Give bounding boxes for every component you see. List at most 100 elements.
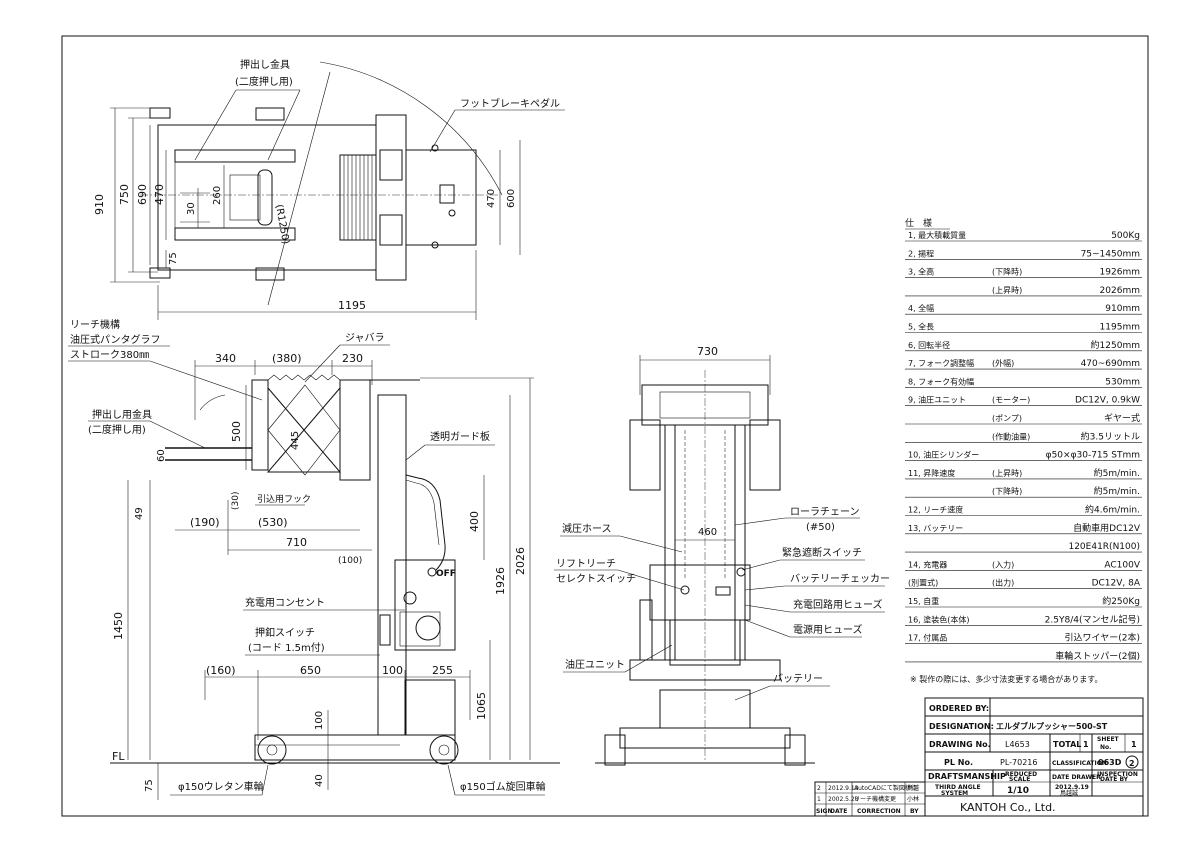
dim-2026: 2026 [514, 547, 527, 575]
drawer-value: 鳥越誠 [1060, 789, 1078, 797]
dim-160: (160) [206, 664, 236, 677]
date-drawer-label: DATE DRAWER [1052, 774, 1101, 781]
dim-400: 400 [468, 511, 481, 532]
spec-row-sub: (モーター) [992, 396, 1030, 405]
dim-75-plan: 75 [168, 252, 179, 265]
drawing-no-value: L4653 [1005, 740, 1030, 749]
dim-380: (380) [272, 352, 302, 365]
push-button-label-2: (コード 1.5m付) [248, 641, 325, 654]
dim-30-paren: (30) [231, 492, 241, 510]
dim-40: 40 [314, 774, 325, 787]
spec-row-value: 1195mm [1100, 323, 1140, 333]
reach-label-1: リーチ機構 [70, 318, 120, 331]
dim-500: 500 [230, 421, 243, 442]
spec-row-value: 約1250mm [1091, 339, 1140, 351]
rev-date: 2002.5.28 [828, 796, 859, 803]
spec-row-item: 4, 全幅 [908, 303, 934, 313]
spec-row-value: 約250Kg [1102, 595, 1140, 607]
spec-row-value: 約4.6m/min. [1085, 504, 1140, 516]
scale-value: 1/10 [1007, 786, 1029, 796]
dim-100-paren: (100) [338, 556, 362, 566]
dim-1065: 1065 [475, 692, 488, 720]
classification-label: CLASSIFICATION [1052, 760, 1107, 767]
battery-label: バッテリー [773, 673, 823, 685]
rev-header-correction: CORRECTION [857, 808, 901, 815]
side-view: リーチ機構 油圧式パンタグラフ ストローク380㎜ ジャバラ 340 (380)… [68, 318, 560, 800]
spec-row-value: 75~1450mm [1081, 249, 1140, 259]
spec-row-value: φ50×φ30-715 STmm [1046, 451, 1140, 461]
sheet-label-2: No. [1100, 744, 1111, 751]
designation-value: エルダブルプッシャー500-ST [996, 721, 1108, 731]
spec-title: 仕 様 [905, 217, 932, 229]
chain-label-2: (#50) [806, 522, 835, 533]
spec-row-item: 11, 昇降速度 [908, 468, 955, 478]
title-block: ORDERED BY: DESIGNATION: エルダブルプッシャー500-S… [924, 697, 1144, 817]
spec-row-value: 500Kg [1111, 231, 1140, 241]
spec-row-sub: (下降時) [992, 486, 1022, 496]
outlet-label: 充電用コンセント [245, 596, 325, 609]
plan-push-label-2: (二度押し用) [235, 75, 293, 88]
spec-row-value: 自動車用DC12V [1073, 522, 1141, 534]
spec-row-value: 470~690mm [1081, 359, 1140, 369]
dim-100-vertical: 100 [314, 711, 325, 730]
drawing-border [61, 35, 1149, 817]
urethane-wheel-label: φ150ウレタン車輪 [178, 780, 264, 793]
dim-460: 460 [698, 527, 717, 538]
dim-710: 710 [286, 536, 307, 549]
dim-690: 690 [136, 184, 149, 205]
spec-row-sub: (作動油量) [992, 431, 1030, 441]
dim-470-right: 470 [486, 189, 497, 208]
total-label: TOTAL [1053, 740, 1081, 749]
guard-label: 透明ガード板 [430, 430, 490, 443]
hook-label: 引込用フック [257, 494, 311, 505]
spec-row-item: 8, フォーク有効幅 [908, 376, 974, 386]
dim-255: 255 [432, 664, 453, 677]
spec-row-value: 2026mm [1100, 286, 1140, 296]
rev-by: 鳥越 [907, 784, 919, 792]
spec-row-value: 約3.5リットル [1081, 430, 1140, 442]
hydraulic-unit-label: 油圧ユニット [565, 658, 625, 671]
push-fitting-label-2: (二度押し用) [88, 423, 146, 436]
dim-470: 470 [153, 184, 166, 205]
total-value: 1 [1083, 740, 1089, 749]
foot-brake-label: フットブレーキペダル [460, 97, 560, 110]
push-button-label-1: 押釦スイッチ [255, 626, 315, 639]
select-label-2: セレクトスイッチ [556, 573, 636, 585]
spec-row-value: 引込ワイヤー(2本) [1065, 632, 1140, 644]
spec-row-item: 3, 全高 [908, 267, 934, 277]
rev-description: AutoCADにて製図移行 [854, 784, 917, 792]
spec-row-value: 約5m/min. [1094, 485, 1140, 497]
drawing-no-label: DRAWING No. [929, 740, 991, 749]
dim-445: 445 [290, 431, 301, 450]
spec-row-value: 910mm [1105, 304, 1140, 314]
designation-label: DESIGNATION: [929, 722, 994, 731]
reduced-label-2: SCALE [1009, 776, 1030, 783]
spec-row-item: 10, 油圧シリンダー [908, 450, 979, 460]
dim-75-side: 75 [144, 779, 155, 792]
reach-label-3: ストローク380㎜ [70, 349, 149, 361]
spec-row-value: 1926mm [1100, 268, 1140, 278]
spec-row-item: 13, バッテリー [908, 524, 963, 533]
ordered-by-label: ORDERED BY: [929, 704, 989, 713]
rev-description: リーチ機構変更 [854, 795, 896, 803]
swivel-wheel-label: φ150ゴム旋回車輪 [460, 780, 546, 793]
spec-row-item: 1, 最大積載質量 [908, 230, 966, 240]
dim-1195: 1195 [338, 299, 366, 312]
draftsmanship-label: DRAFTSMANSHIP [928, 772, 1006, 781]
rev-mark: 2 [817, 785, 821, 792]
reduced-label-1: REDUCED [1005, 771, 1037, 778]
spec-row-value: ギヤー式 [1104, 412, 1140, 424]
spec-row-item: 15, 自重 [908, 596, 939, 606]
rev-header-date: DATE [830, 808, 847, 815]
spec-row-item: 14, 充電器 [908, 559, 947, 569]
spec-row-item: 17, 付属品 [908, 633, 947, 643]
sheet-label-1: SHEET [1097, 736, 1120, 743]
spec-row-item: 7, フォーク調整幅 [908, 358, 974, 368]
dim-100: 100 [382, 664, 403, 677]
spec-row-value: DC12V, 8A [1092, 579, 1141, 589]
dim-190: (190) [190, 516, 220, 529]
